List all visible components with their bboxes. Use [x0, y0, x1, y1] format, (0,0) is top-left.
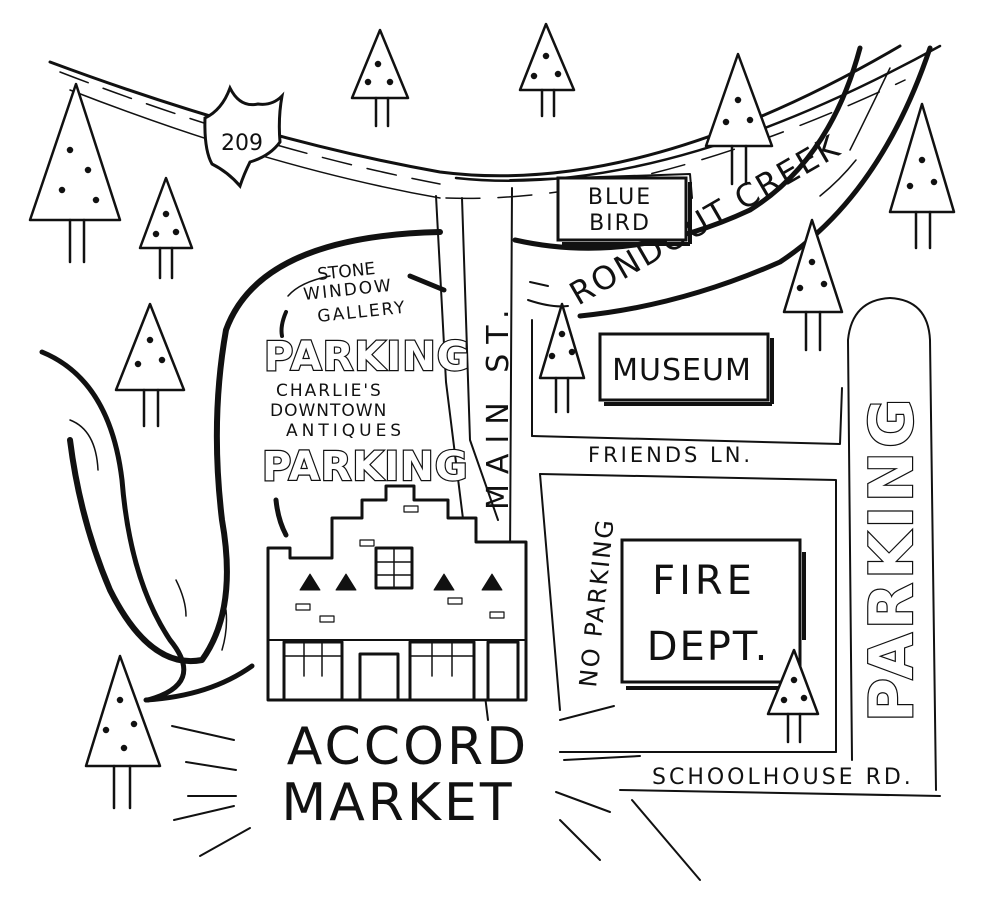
schoolhouse-road-label: SCHOOLHOUSE RD.: [652, 765, 914, 790]
route-shield-label: 209: [221, 131, 263, 156]
pine-tree-icon: [704, 52, 774, 186]
parking-label-2: PARKING: [262, 444, 469, 490]
pine-tree-icon: [766, 648, 820, 744]
fire-dept-block: [539, 473, 837, 753]
route-shield-icon: 209: [203, 84, 285, 189]
fire-dept-line2: DEPT.: [647, 624, 770, 670]
pine-tree-icon: [518, 22, 576, 118]
pine-tree-icon: [138, 176, 194, 280]
fire-dept-line1: FIRE: [652, 558, 756, 604]
blue-bird-line1: BLUE: [588, 185, 652, 210]
museum-label: MUSEUM: [612, 353, 752, 388]
antiques-line2: DOWNTOWN: [270, 401, 387, 421]
antiques-line1: CHARLIE'S: [276, 381, 383, 401]
schoolhouse-road: [559, 751, 941, 881]
right-parking-lot: [847, 297, 937, 791]
blue-bird-line2: BIRD: [589, 211, 651, 236]
rondout-creek: [512, 45, 933, 319]
museum-sign: MUSEUM: [598, 332, 774, 406]
pine-tree-icon: [114, 302, 186, 428]
pine-tree-icon: [538, 302, 586, 414]
pine-tree-icon: [782, 218, 844, 352]
pine-tree-icon: [84, 654, 162, 810]
market-line1: ACCORD: [287, 717, 529, 777]
parking-right-label: PARKING: [857, 395, 927, 722]
left-river: [39, 229, 447, 703]
pine-tree-icon: [350, 28, 410, 128]
blue-bird-sign: BLUE BIRD: [556, 176, 692, 246]
fire-dept-sign: FIRE DEPT.: [620, 538, 806, 690]
antiques-line3: ANTIQUES: [286, 421, 405, 441]
pine-tree-icon: [888, 102, 956, 250]
no-parking-label: NO PARKING: [574, 517, 620, 689]
pine-tree-icon: [28, 82, 122, 264]
market-line2: MARKET: [281, 773, 514, 833]
main-street-label: MAIN ST.: [481, 299, 516, 510]
gallery-label: STONE WINDOW GALLERY: [302, 259, 407, 327]
parking-label-1: PARKING: [264, 334, 471, 380]
market-rays: [171, 705, 641, 861]
antiques-label: CHARLIE'S DOWNTOWN ANTIQUES: [270, 381, 405, 441]
friends-lane-label: FRIENDS LN.: [588, 443, 753, 467]
market-building-icon: [266, 484, 528, 702]
